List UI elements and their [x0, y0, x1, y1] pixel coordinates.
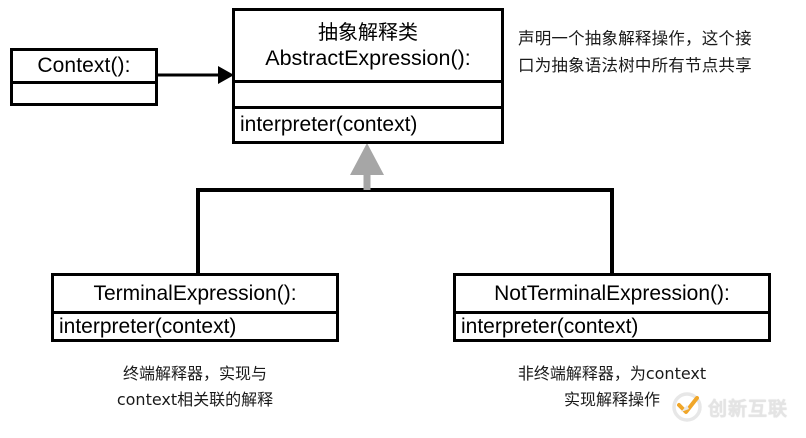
terminal-expression-class-name: TerminalExpression(): [93, 281, 297, 305]
uml-class-abstract-expression[interactable]: 抽象解释类 AbstractExpression(): interpreter(… [232, 8, 504, 144]
context-class-name: Context(): [37, 54, 131, 78]
association-context-to-abstract-expression [158, 66, 234, 84]
notterminal-expression-class-name: NotTerminalExpression(): [494, 281, 730, 305]
abstract-expression-name-cn: 抽象解释类 [318, 19, 418, 44]
context-class-empty-compartment [13, 81, 155, 103]
uml-class-notterminal-expression[interactable]: NotTerminalExpression(): interpreter(con… [453, 273, 771, 342]
generalization-connector [196, 143, 614, 274]
abstract-expression-name-en: AbstractExpression(): [265, 45, 471, 70]
uml-class-terminal-expression[interactable]: TerminalExpression(): interpreter(contex… [51, 273, 339, 342]
abstract-expression-operation: interpreter(context) [235, 106, 501, 141]
abstract-expression-class-name: 抽象解释类 AbstractExpression(): [235, 11, 501, 80]
note-terminal-expression: 终端解释器，实现与 context相关联的解释 [116, 364, 274, 409]
notterminal-expression-operation: interpreter(context) [456, 311, 768, 339]
abstract-expression-attributes [235, 80, 501, 106]
note-notterminal-expression: 非终端解释器，为context 实现解释操作 [517, 364, 707, 409]
uml-class-context[interactable]: Context(): [10, 48, 158, 106]
terminal-expression-operation: interpreter(context) [54, 311, 336, 339]
note-abstract-expression: 声明一个抽象解释操作，这个接 口为抽象语法树中所有节点共享 [518, 29, 752, 75]
